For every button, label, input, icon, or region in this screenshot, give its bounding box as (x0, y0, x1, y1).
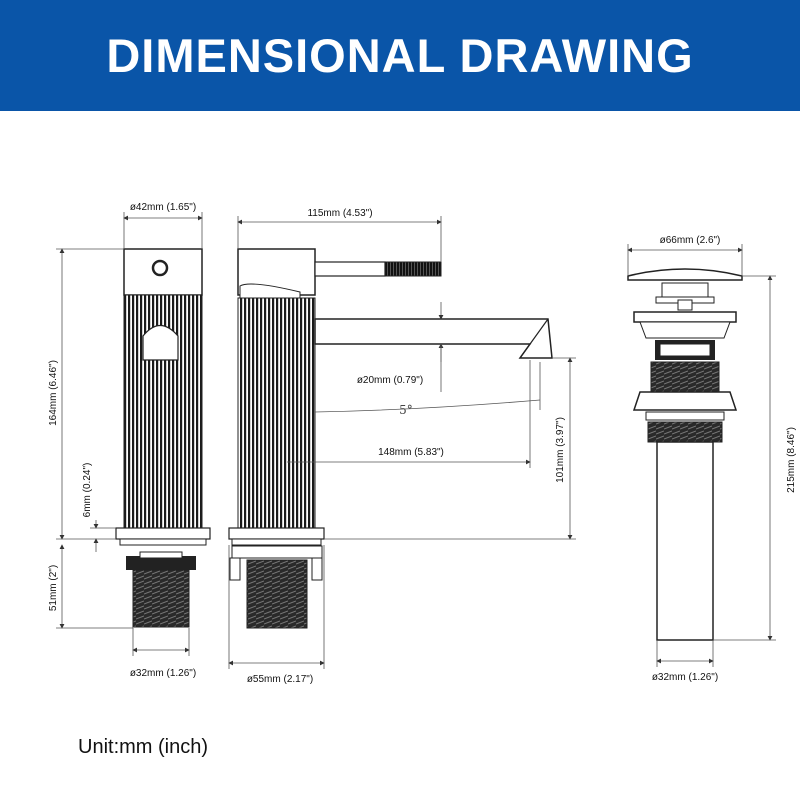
body-height-label: 164mm (6.46") (48, 360, 59, 426)
dimension-lines (56, 212, 776, 669)
title-banner: DIMENSIONAL DRAWING (0, 0, 800, 111)
spout-height-label: 101mm (3.97") (555, 417, 566, 483)
shank-diameter-label: ø32mm (1.26") (130, 668, 196, 679)
drain-flange (633, 311, 737, 323)
reach-top-label: 115mm (4.53") (307, 208, 372, 219)
mount-nut-front (126, 556, 196, 570)
unit-note: Unit:mm (inch) (78, 736, 209, 758)
handle-hole (151, 259, 169, 277)
faucet-front-view (115, 248, 211, 628)
drain-height-label: 215mm (8.46") (786, 427, 797, 493)
drain-lock-nut (632, 391, 738, 411)
fluted-body-side (237, 297, 316, 529)
page-title: DIMENSIONAL DRAWING (106, 29, 694, 82)
handle-diameter-label: ø42mm (1.65") (130, 202, 196, 213)
base-plate-side (228, 527, 325, 540)
drain-threads (650, 361, 720, 393)
spout-reach-label: 148mm (5.83") (378, 447, 444, 458)
base-diameter-label: ø55mm (2.17") (247, 674, 313, 685)
shank-side (246, 559, 308, 629)
faucet-side-view (228, 248, 553, 629)
spout-angle-label: 5° (399, 403, 413, 417)
base-thickness-label: 6mm (0.24") (82, 463, 93, 518)
shank-length-label: 51mm (2") (48, 565, 59, 611)
mount-bracket (231, 545, 323, 559)
spout (314, 318, 553, 359)
lever-grip (384, 261, 442, 277)
shank-front (132, 569, 190, 628)
lever-arm (314, 261, 386, 277)
drain-tail-diameter-label: ø32mm (1.26") (652, 672, 718, 683)
spout-diameter-label: ø20mm (0.79") (357, 375, 423, 386)
drain-cap-diameter-label: ø66mm (2.6") (660, 235, 721, 246)
drain-cap (627, 268, 743, 281)
base-plate-front (115, 527, 211, 540)
tailpiece (656, 441, 714, 641)
spout-outlet-front (142, 324, 179, 361)
pop-up-drain (627, 268, 743, 641)
